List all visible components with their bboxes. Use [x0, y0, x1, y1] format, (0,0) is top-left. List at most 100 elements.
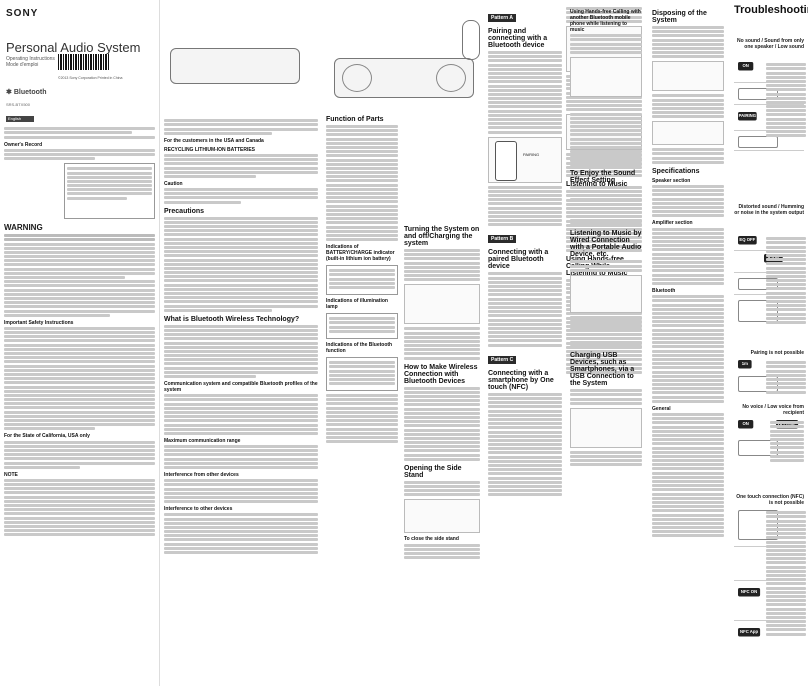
bluetooth-icon: ✱	[6, 89, 14, 96]
opening-stand-heading: Opening the Side Stand	[404, 464, 462, 479]
handsfree-another-heading: Using Hands-free Calling with another Bl…	[570, 9, 641, 33]
ts-eq-off-button: EQ OFF	[738, 236, 757, 245]
ts-fig-audio	[738, 136, 778, 148]
safety-heading: Important Safety Instructions	[4, 319, 74, 326]
ts-on-button-2: ON	[738, 420, 754, 429]
interference-heading: Interference from other devices	[164, 472, 239, 478]
pairing-a-heading: Pairing and connecting with a Bluetooth …	[488, 28, 548, 49]
speaker-section-heading: Speaker section	[652, 177, 691, 184]
ts-nfc-app-button: NFC App	[738, 628, 761, 637]
ts-q2-text	[766, 236, 806, 325]
indicators-illum-heading: Indications of illumination lamp	[326, 298, 388, 311]
troubleshooting-column: Troubleshooting No sound / Sound from on…	[730, 0, 808, 686]
owners-record-heading: Owner's Record	[4, 141, 43, 148]
bluetooth-logo: ✱ Bluetooth	[6, 88, 46, 96]
disposal-figure	[652, 61, 724, 92]
bluetooth-label: Bluetooth	[13, 89, 47, 96]
bt-table	[326, 357, 398, 392]
charging-figure	[404, 284, 480, 325]
ts-q1-text	[766, 62, 806, 139]
ts-q4-title: No voice / Low voice from recipient	[742, 404, 804, 416]
column-5: Using Hands-free Calling with another Bl…	[566, 0, 646, 686]
ts-q1-heading: No sound / Sound from only one speaker /…	[734, 38, 804, 50]
battery-table	[326, 265, 398, 296]
amplifier-section-heading: Amplifier section	[652, 220, 693, 227]
ts-q1-title: No sound / Sound from only one speaker /…	[737, 38, 804, 50]
speaker-driver-right	[436, 64, 466, 92]
warning-heading: WARNING	[4, 223, 43, 233]
ts-q4-text	[770, 420, 804, 463]
col1-body: Owner's Record WARNING Important Safety …	[4, 126, 155, 538]
pairing-figure: PAIRING	[488, 136, 562, 183]
cover-column: SONY Personal Audio System Operating Ins…	[0, 0, 160, 686]
specifications-heading: Specifications	[652, 167, 700, 175]
close-stand-heading: To close the side stand	[404, 536, 459, 543]
pattern-c-tag: Pattern C	[488, 355, 517, 364]
ts-q5-title: One touch connection (NFC) is not possib…	[736, 494, 804, 506]
recycling-heading: RECYCLING LITHIUM-ION BATTERIES	[164, 146, 256, 153]
phone-figure	[495, 140, 517, 181]
button-panel-diagram	[462, 20, 480, 60]
subtitle-en: Operating Instructions	[6, 56, 55, 62]
battery-removal-figure	[652, 121, 724, 146]
connecting-b-heading: Connecting with a paired Bluetooth devic…	[488, 249, 549, 271]
ts-nfc-on-button: NFC ON	[738, 588, 761, 597]
listening-heading: Listening to Music	[566, 181, 628, 189]
col5-body: Using Hands-free Calling with another Bl…	[570, 6, 642, 467]
turning-on-heading: Turning the System on and off/Charging t…	[404, 226, 480, 247]
general-section-heading: General	[652, 405, 671, 412]
ts-on-button-1: ON	[738, 62, 754, 71]
language-tab: English	[6, 116, 34, 122]
function-parts-heading: Function of Parts	[326, 116, 384, 123]
how-make-heading: How to Make Wireless Connection with Blu…	[404, 363, 478, 385]
product-title: Personal Audio System	[6, 40, 141, 55]
ts-q5-text	[766, 510, 806, 637]
model-number: SRS-BTX500	[6, 102, 31, 107]
subtitle: Operating Instructions Mode d'emploi	[6, 56, 55, 68]
indicators-bt-heading: Indications of the Bluetooth function	[326, 342, 393, 355]
troubleshooting-title: Troubleshooting	[734, 4, 808, 16]
charging-usb-heading: Charging USB Devices, such as Smartphone…	[570, 352, 635, 388]
fcc-box	[64, 163, 155, 220]
enjoy-sound-heading: To Enjoy the Sound Effect Setting	[570, 169, 636, 184]
copyright: ©2013 Sony Corporation Printed in China	[58, 76, 123, 80]
speaker-driver-left	[342, 64, 372, 92]
wired-figure	[570, 274, 642, 313]
pairing-label: PAIRING	[523, 151, 540, 157]
pattern-b-tag: Pattern B	[488, 235, 517, 244]
col2-body: For the customers in the USA and Canada …	[164, 118, 318, 555]
indicators-battery-heading: Indications of BATTERY/CHARGE indicator …	[326, 244, 395, 263]
ts-q3-text	[766, 360, 806, 395]
illum-table	[326, 313, 398, 340]
pattern-a-tag: Pattern A	[488, 14, 517, 22]
specs-body: Disposing of the System Specifications S…	[652, 6, 724, 539]
ts-q2-title: Distorted sound / Humming or noise in th…	[734, 204, 804, 216]
barcode	[58, 54, 110, 70]
caution-heading: Caution	[164, 180, 183, 187]
subtitle-fr: Mode d'emploi	[6, 62, 39, 68]
what-is-bluetooth-heading: What is Bluetooth Wireless Technology?	[164, 315, 300, 323]
ts-pairing-button: PAIRING	[738, 112, 757, 121]
interference2-heading: Interference to other devices	[164, 506, 233, 513]
connecting-c-heading: Connecting with a smartphone by One touc…	[488, 369, 554, 391]
bluetooth-section-heading: Bluetooth	[652, 287, 676, 294]
customers-heading: For the customers in the USA and Canada	[164, 137, 264, 144]
usb-figure	[570, 407, 642, 448]
column-3: Function of Parts Indications of BATTERY…	[322, 0, 484, 686]
disposing-heading: Disposing of the System	[652, 10, 707, 24]
comm-system-heading: Communication system and compatible Blue…	[164, 381, 318, 393]
speaker-diagram-back	[170, 48, 300, 84]
brand-logo: SONY	[6, 8, 39, 19]
ts-q3-title: Pairing is not possible	[750, 350, 804, 356]
precautions-heading: Precautions	[164, 207, 205, 215]
stand-figure	[404, 499, 480, 534]
ts-hfp-hsp-button: HFP/HSP	[776, 420, 799, 429]
col3-right: Turning the System on and off/Charging t…	[404, 222, 480, 560]
column-2: For the customers in the USA and Canada …	[160, 0, 322, 686]
note-heading: NOTE	[4, 471, 18, 478]
disposal-specs-column: Disposing of the System Specifications S…	[648, 0, 728, 686]
wired-heading: Listening to Music by Wired Connection w…	[570, 230, 642, 259]
col4-left: Pattern A Pairing and connecting with a …	[488, 6, 562, 498]
handsfree-figure	[570, 56, 642, 97]
